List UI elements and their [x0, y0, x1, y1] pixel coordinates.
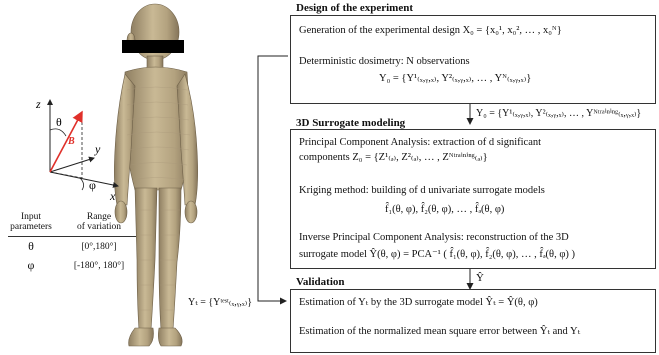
- table-row-phi-param: φ: [27, 258, 35, 272]
- design-line-observations: Y₀ = {Y¹₍ₓ,ᵧ,ₓ₎, Y²₍ₓ,ᵧ,ₓ₎, … , Yᴺ₍ₓ,ᵧ,ₓ…: [379, 73, 532, 84]
- phi-label: φ: [89, 178, 96, 192]
- table-row-theta-param: θ: [28, 239, 34, 253]
- design-box: Generation of the experimental design X₀…: [290, 15, 656, 104]
- phi-arc: [79, 177, 84, 191]
- child-body-model: [114, 3, 198, 347]
- design-line-generation: Generation of the experimental design X₀…: [299, 25, 562, 36]
- table-divider: [8, 236, 136, 237]
- inverse-pca-line-1: Inverse Principal Component Analysis: re…: [299, 232, 569, 243]
- table-row-theta-range: [0°,180°]: [81, 242, 117, 252]
- surrogate-box: Principal Component Analysis: extraction…: [290, 129, 656, 269]
- test-set-label: Yₜ = {Yᵗᵉˢᵗ₍ₓ,ᵧ,ₓ₎}: [188, 297, 253, 308]
- validation-line-error: Estimation of the normalized mean square…: [299, 326, 581, 337]
- z-axis-label: z: [35, 97, 41, 111]
- theta-label: θ: [56, 115, 62, 129]
- training-set-label: Y₀ = {Y¹₍ₓ,ᵧ,ₓ₎, Y²₍ₓ,ᵧ,ₓ₎, … , Yᴺᵗʳᵃⁱⁿⁱ…: [476, 108, 642, 119]
- coordinate-axes-diagram: z θ B y φ x: [35, 97, 119, 200]
- kriging-line-2: f̂₁(θ, φ), f̂₂(θ, φ), … , f̂ₔ(θ, φ): [385, 204, 505, 215]
- table-header-range: Range of variation: [76, 212, 122, 232]
- theta-arc: [49, 128, 67, 137]
- validation-section-title: Validation: [296, 276, 345, 288]
- y-axis: [49, 156, 95, 173]
- validation-box: Estimation of Yₜ by the 3D surrogate mod…: [290, 289, 656, 353]
- y-axis-label: y: [94, 142, 101, 156]
- design-line-dosimetry: Deterministic dosimetry: N observations: [299, 56, 470, 67]
- validation-line-estimation: Estimation of Yₜ by the 3D surrogate mod…: [299, 297, 538, 308]
- x-axis-label: x: [109, 189, 116, 200]
- b-vector-label: B: [67, 136, 75, 147]
- design-section-title: Design of the experiment: [296, 2, 414, 14]
- table-row-phi-range: [-180°, 180°]: [73, 261, 125, 271]
- surrogate-section-title: 3D Surrogate modeling: [296, 117, 406, 129]
- pca-line-1: Principal Component Analysis: extraction…: [299, 137, 542, 148]
- kriging-line-1: Kriging method: building of d univariate…: [299, 185, 545, 196]
- inverse-pca-line-2: surrogate model Ŷ(θ, φ) = PCA⁻¹ ( f̂₁(θ,…: [299, 249, 576, 260]
- face-redaction-bar: [122, 40, 184, 53]
- pca-line-2: components Z₀ = {Z¹₍ₔ₎, Z²₍ₔ₎, … , Zᴺᵗʳᵃ…: [299, 152, 488, 163]
- table-header-parameters: Input parameters: [10, 212, 52, 232]
- b-vector: [49, 110, 83, 173]
- surrogate-output-label: Ŷ: [476, 272, 484, 284]
